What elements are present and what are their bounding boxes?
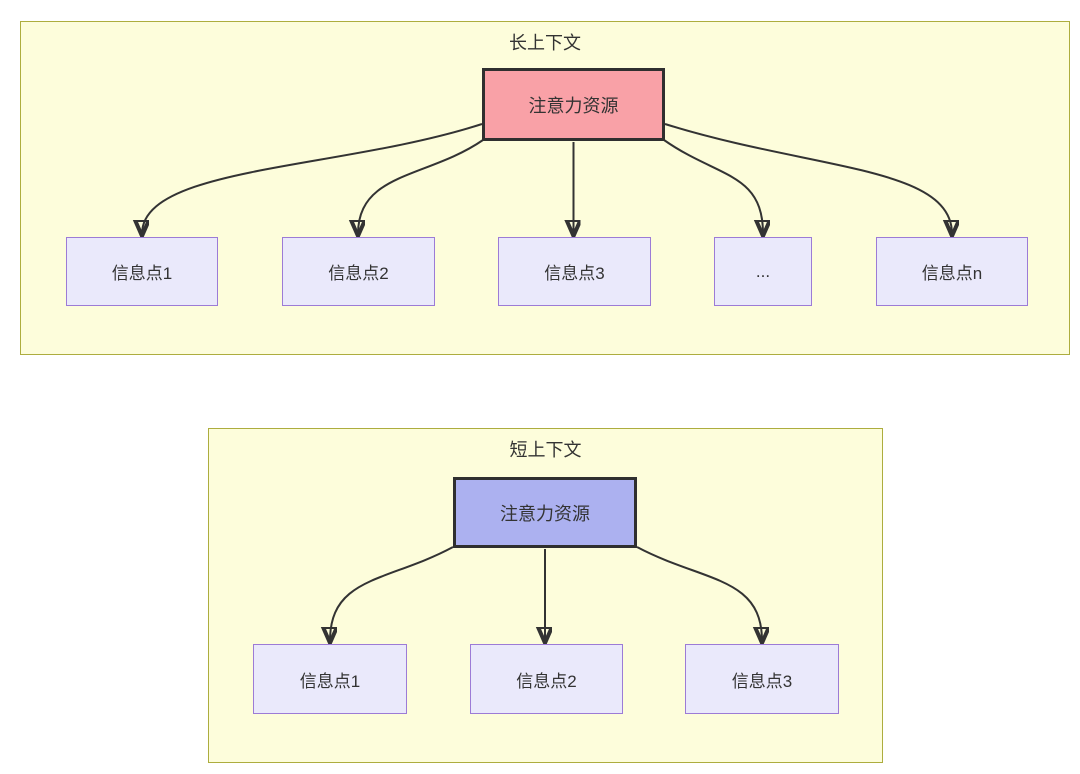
info-point-n-node: 信息点n — [876, 237, 1028, 306]
info-point-3-node-long: 信息点3 — [498, 237, 651, 306]
info-point-2-node-short: 信息点2 — [470, 644, 623, 714]
info-point-3-node-short: 信息点3 — [685, 644, 839, 714]
long-context-title: 长上下文 — [509, 33, 581, 53]
info-point-1-node-long: 信息点1 — [66, 237, 218, 306]
attention-resource-node-short: 注意力资源 — [453, 477, 637, 548]
short-context-title: 短上下文 — [509, 440, 582, 460]
ellipsis-node: ... — [714, 237, 812, 306]
info-point-1-node-short: 信息点1 — [253, 644, 407, 714]
attention-resource-node-long: 注意力资源 — [482, 68, 665, 141]
info-point-2-node-long: 信息点2 — [282, 237, 435, 306]
